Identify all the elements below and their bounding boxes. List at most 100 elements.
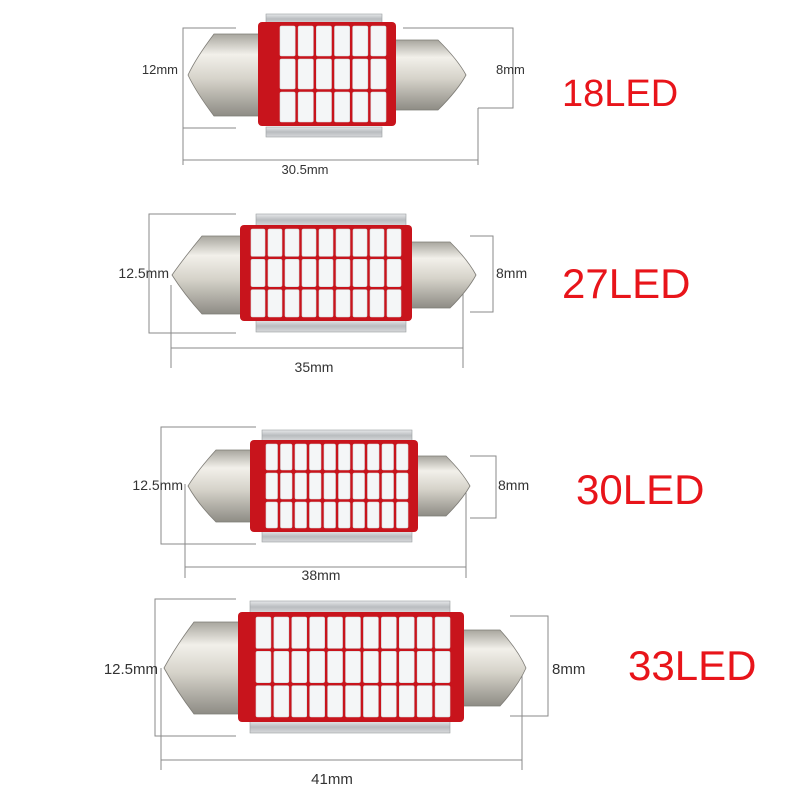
- bulb-33led: 12.5mm 8mm 41mm 33LED: [104, 598, 756, 788]
- led-chip: [267, 289, 283, 318]
- led-count-label: 33LED: [628, 642, 756, 689]
- led-chip: [309, 651, 325, 683]
- diameter-label: 12.5mm: [118, 265, 169, 281]
- led-chip: [301, 259, 317, 287]
- diameter-label: 12.5mm: [132, 477, 183, 493]
- length-label: 35mm: [295, 359, 334, 375]
- led-chip: [309, 501, 322, 529]
- led-chip: [318, 228, 334, 257]
- led-chip: [284, 228, 300, 257]
- led-chip: [323, 443, 336, 471]
- led-chip: [367, 501, 380, 529]
- led-chip: [267, 259, 283, 287]
- led-count-label: 27LED: [562, 260, 690, 307]
- led-grid: [255, 616, 451, 718]
- led-chip: [250, 228, 266, 257]
- led-grid: [265, 443, 409, 529]
- diameter-label: 12.5mm: [104, 661, 158, 678]
- led-chip: [352, 472, 365, 500]
- dimension-lines: [154, 598, 549, 770]
- led-chip: [369, 228, 385, 257]
- led-chip: [294, 472, 307, 500]
- dimension-lines: [160, 426, 497, 578]
- led-chip: [309, 472, 322, 500]
- led-chip: [386, 259, 402, 287]
- led-chip: [381, 685, 397, 718]
- tip-diameter-label: 8mm: [498, 477, 529, 493]
- led-chip: [338, 472, 351, 500]
- led-chip: [434, 616, 451, 649]
- led-chip: [335, 228, 351, 257]
- led-chip: [294, 443, 307, 471]
- led-chip: [280, 501, 293, 529]
- right-end-cap: [455, 629, 527, 707]
- led-chip: [345, 651, 361, 683]
- left-end-cap: [187, 449, 259, 523]
- led-chip: [327, 685, 343, 718]
- diameter-label: 12mm: [142, 62, 178, 77]
- led-chip: [255, 651, 272, 683]
- led-chip: [316, 58, 332, 90]
- led-chip: [255, 616, 272, 649]
- led-chip: [386, 228, 402, 257]
- led-chip: [352, 91, 369, 123]
- led-chip: [398, 685, 415, 718]
- right-end-cap: [407, 455, 471, 517]
- led-chip: [352, 259, 368, 287]
- led-chip: [370, 25, 387, 57]
- dimension-lines: [182, 27, 514, 165]
- bulb-30led: 12.5mm 8mm 38mm 30LED: [132, 426, 704, 583]
- led-chip: [273, 651, 290, 683]
- heatsink: [249, 600, 451, 734]
- led-chip: [316, 25, 332, 57]
- led-chip: [279, 58, 296, 90]
- led-chip: [381, 651, 397, 683]
- left-end-cap: [187, 33, 269, 117]
- led-chip: [297, 58, 314, 90]
- led-chip: [352, 501, 365, 529]
- led-chip: [416, 685, 433, 718]
- led-count-label: 30LED: [576, 466, 704, 513]
- led-chip: [291, 685, 308, 718]
- led-chip: [386, 289, 402, 318]
- led-chip: [284, 259, 300, 287]
- led-chip: [370, 91, 387, 123]
- led-chip: [265, 472, 278, 500]
- bulb-27led: 12.5mm 8mm 35mm 27LED: [118, 213, 690, 375]
- led-chip: [265, 443, 278, 471]
- led-chip: [273, 616, 290, 649]
- led-chip: [265, 501, 278, 529]
- led-chip: [369, 259, 385, 287]
- left-end-cap: [171, 235, 247, 315]
- led-chip: [381, 616, 397, 649]
- led-chip: [398, 616, 415, 649]
- led-chip: [301, 289, 317, 318]
- led-chip: [318, 259, 334, 287]
- led-chip: [352, 58, 369, 90]
- left-end-cap: [163, 621, 245, 715]
- led-chip: [250, 259, 266, 287]
- led-chip: [352, 289, 368, 318]
- led-chip: [327, 616, 343, 649]
- led-chip: [279, 25, 296, 57]
- led-chip: [398, 651, 415, 683]
- led-chip: [267, 228, 283, 257]
- led-chip: [338, 501, 351, 529]
- led-chip: [369, 289, 385, 318]
- led-chip: [297, 25, 314, 57]
- led-chip: [280, 443, 293, 471]
- led-chip: [309, 616, 325, 649]
- led-grid: [279, 25, 387, 123]
- length-label: 38mm: [302, 567, 341, 583]
- led-chip: [363, 616, 379, 649]
- led-chip: [284, 289, 300, 318]
- led-chip: [273, 685, 290, 718]
- led-chip: [334, 25, 350, 57]
- led-chip: [416, 616, 433, 649]
- led-chip: [381, 443, 394, 471]
- led-chip: [255, 685, 272, 718]
- led-count-label: 18LED: [562, 73, 678, 115]
- led-chip: [352, 228, 368, 257]
- led-chip: [367, 443, 380, 471]
